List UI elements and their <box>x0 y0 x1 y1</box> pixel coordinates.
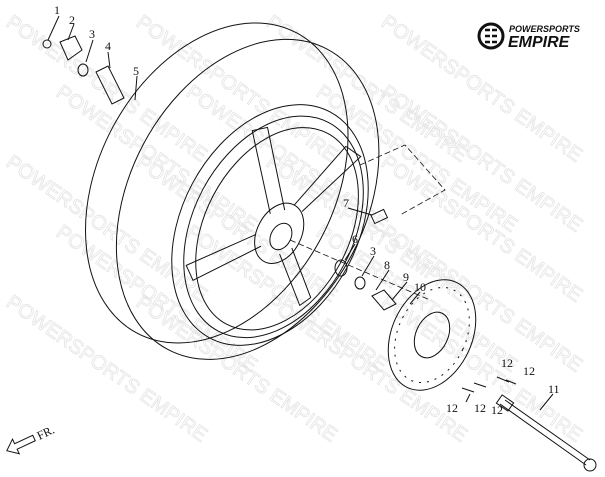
bearings-spacers <box>334 259 397 311</box>
callout-3: 3 <box>89 27 95 41</box>
callout-9: 9 <box>403 270 409 284</box>
callout-1: 1 <box>54 3 60 17</box>
valve-stem <box>370 208 389 225</box>
left-side-parts <box>42 35 125 105</box>
wheel-rim <box>171 104 369 346</box>
callout-11: 11 <box>548 382 560 396</box>
callout-10: 10 <box>414 280 426 294</box>
tire <box>85 22 380 360</box>
callout-2: 2 <box>69 13 75 27</box>
watermark-text: POWERSPORTS EMPIRE <box>262 11 471 166</box>
callout-12: 12 <box>446 401 458 415</box>
front-label: FR. <box>35 422 57 442</box>
axle-guide <box>289 144 446 301</box>
brand-line1: POWERSPORTS <box>509 24 580 34</box>
callout-6: 6 <box>352 232 358 246</box>
callout-12: 12 <box>491 403 503 417</box>
bolts <box>461 376 517 403</box>
front-direction-arrow: FR. <box>6 422 57 455</box>
callout-7: 7 <box>343 196 349 210</box>
callout-8: 8 <box>384 258 390 272</box>
callout-12: 12 <box>474 401 486 415</box>
watermark-text: POWERSPORTS EMPIRE <box>377 291 586 446</box>
callout-3b: 3 <box>370 244 376 258</box>
callout-12: 12 <box>523 364 535 378</box>
brake-disc <box>387 279 477 391</box>
callout-5: 5 <box>133 64 139 78</box>
callout-4: 4 <box>105 39 111 53</box>
callout-12: 12 <box>501 356 513 370</box>
axle <box>495 394 597 472</box>
brand-logo: POWERSPORTS EMPIRE <box>477 22 580 51</box>
brand-line2: EMPIRE <box>508 34 571 51</box>
leader-lines <box>47 15 554 411</box>
